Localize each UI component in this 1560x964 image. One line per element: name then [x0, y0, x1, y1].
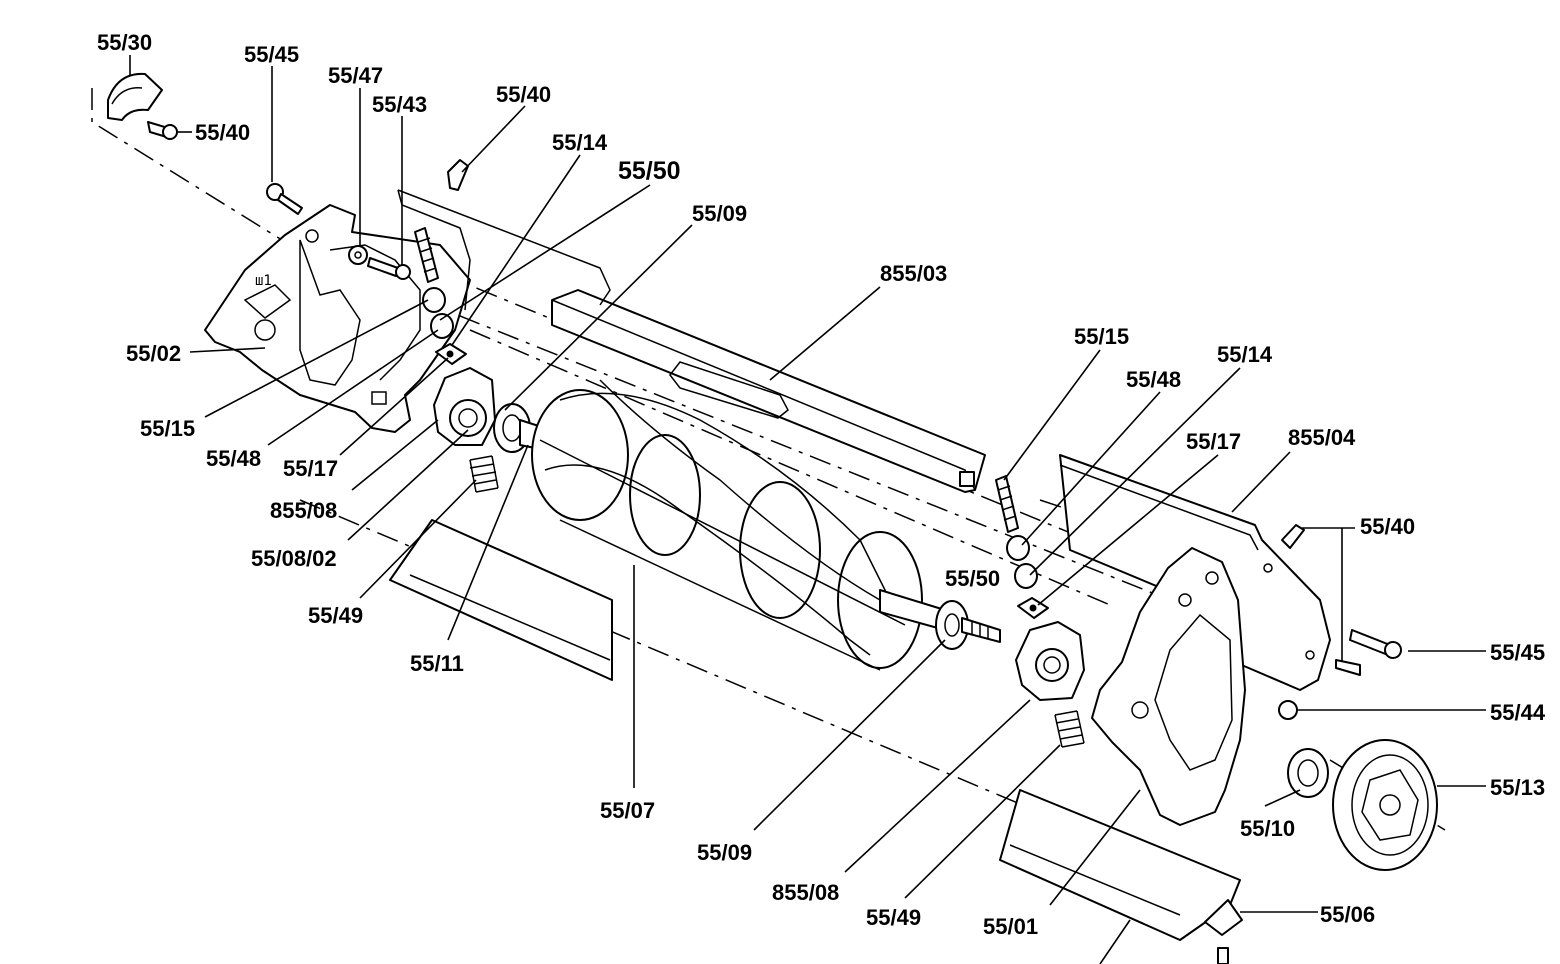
label-55-50-top: 55/50 [618, 157, 681, 185]
label-55-45-right: 55/45 [1490, 640, 1545, 665]
label-55-14-top: 55/14 [552, 130, 608, 155]
washer-55-47 [348, 245, 368, 265]
label-855-08-left: 855/08 [270, 498, 337, 523]
label-55-47: 55/47 [328, 63, 383, 88]
label-55-40-left: 55/40 [195, 120, 250, 145]
label-55-17-right: 55/17 [1186, 429, 1241, 454]
top-rail [551, 289, 986, 493]
label-55-44: 55/44 [1490, 700, 1546, 725]
blade-bracket-55-06 [1204, 899, 1243, 964]
screw-55-40-right [1281, 524, 1305, 549]
left-bush-55-48 [430, 313, 454, 339]
cap-cover [107, 72, 163, 121]
bearing-55-10 [1287, 748, 1329, 798]
right-bush-55-48 [1014, 563, 1038, 589]
label-55-48-right: 55/48 [1126, 367, 1181, 392]
label-55-49-left: 55/49 [308, 603, 363, 628]
label-55-48-left: 55/48 [206, 446, 261, 471]
right-side-plate [1091, 547, 1246, 826]
label-855-04: 855/04 [1288, 425, 1356, 450]
svg-text:ш1: ш1 [255, 273, 272, 289]
label-55-13: 55/13 [1490, 775, 1545, 800]
label-55-45-top: 55/45 [244, 42, 299, 67]
label-55-07: 55/07 [600, 798, 655, 823]
right-adjust-stud [995, 475, 1019, 533]
screw-55-40-top [447, 159, 469, 191]
left-bearing-housing [433, 367, 496, 446]
bolt-55-43 [367, 257, 411, 280]
label-55-01: 55/01 [983, 914, 1038, 939]
left-adjust-stud [414, 227, 439, 283]
label-55-06: 55/06 [1320, 902, 1375, 927]
right-bottom-blade [999, 789, 1241, 941]
shaft-end [961, 617, 1001, 643]
label-55-40-top: 55/40 [496, 82, 551, 107]
part-labels: 55/30 55/45 55/40 55/47 55/43 55/40 55/1… [97, 30, 1546, 939]
left-side-plate: ш1 [204, 204, 471, 433]
cover-screw [147, 121, 178, 140]
drive-wheel-55-13 [1332, 739, 1438, 871]
label-55-15-right: 55/15 [1074, 324, 1129, 349]
label-55-09-bottom: 55/09 [697, 840, 752, 865]
right-spring-55-49 [1054, 710, 1085, 748]
label-55-50-right: 55/50 [945, 566, 1000, 591]
label-55-30: 55/30 [97, 30, 152, 55]
bolt-55-45-right [1349, 629, 1402, 659]
right-clip-55-17 [1017, 597, 1049, 619]
rear-angle-left [397, 189, 611, 311]
right-nut-55-15 [1006, 535, 1030, 561]
label-55-17-left: 55/17 [283, 456, 338, 481]
label-55-43: 55/43 [372, 92, 427, 117]
label-855-08-bottom: 855/08 [772, 880, 839, 905]
label-55-02: 55/02 [126, 341, 181, 366]
screw-lower-right [1335, 659, 1361, 676]
label-55-49-bottom: 55/49 [866, 905, 921, 930]
bolt-55-45-left [266, 183, 303, 215]
label-55-15-left: 55/15 [140, 416, 195, 441]
label-55-08-02: 55/08/02 [251, 546, 337, 571]
label-855-03: 855/03 [880, 261, 947, 286]
label-55-10: 55/10 [1240, 816, 1295, 841]
label-55-14-right: 55/14 [1217, 342, 1273, 367]
label-55-11: 55/11 [410, 651, 464, 676]
leader-lines [129, 55, 1486, 964]
label-55-09-top: 55/09 [692, 201, 747, 226]
right-bearing-housing [1015, 621, 1085, 701]
label-55-40-right: 55/40 [1360, 514, 1415, 539]
cutting-cylinder [531, 379, 946, 671]
left-nut-55-15 [422, 287, 446, 313]
left-spring-55-49 [469, 455, 499, 493]
right-bearing-55-09 [935, 600, 969, 650]
nut-55-44 [1278, 700, 1298, 720]
